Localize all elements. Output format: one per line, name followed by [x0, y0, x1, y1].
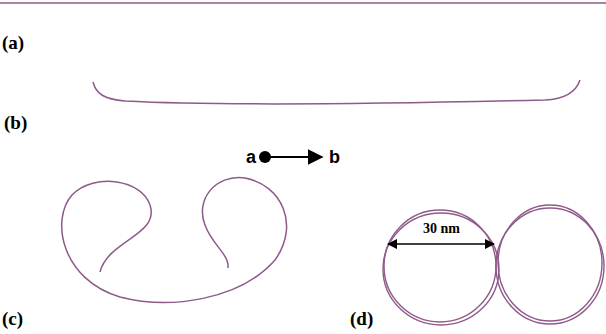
panel-label: (d): [350, 309, 373, 328]
curled-sheet: [93, 80, 580, 104]
flat-sheet: [0, 2, 606, 4]
axis-arrow: [266, 156, 322, 158]
panel-label: (a): [2, 33, 24, 52]
scroll-sheet: [62, 178, 287, 303]
tube-wall: [383, 213, 499, 325]
tube-wall: [496, 208, 604, 324]
dimension-label: 30 nm: [423, 222, 460, 236]
panel-label: (b): [4, 113, 27, 132]
axis-label: b: [329, 148, 340, 166]
dimension-arrow: [388, 243, 494, 244]
axis-label: a: [246, 148, 256, 166]
panel-label: (c): [2, 309, 23, 328]
